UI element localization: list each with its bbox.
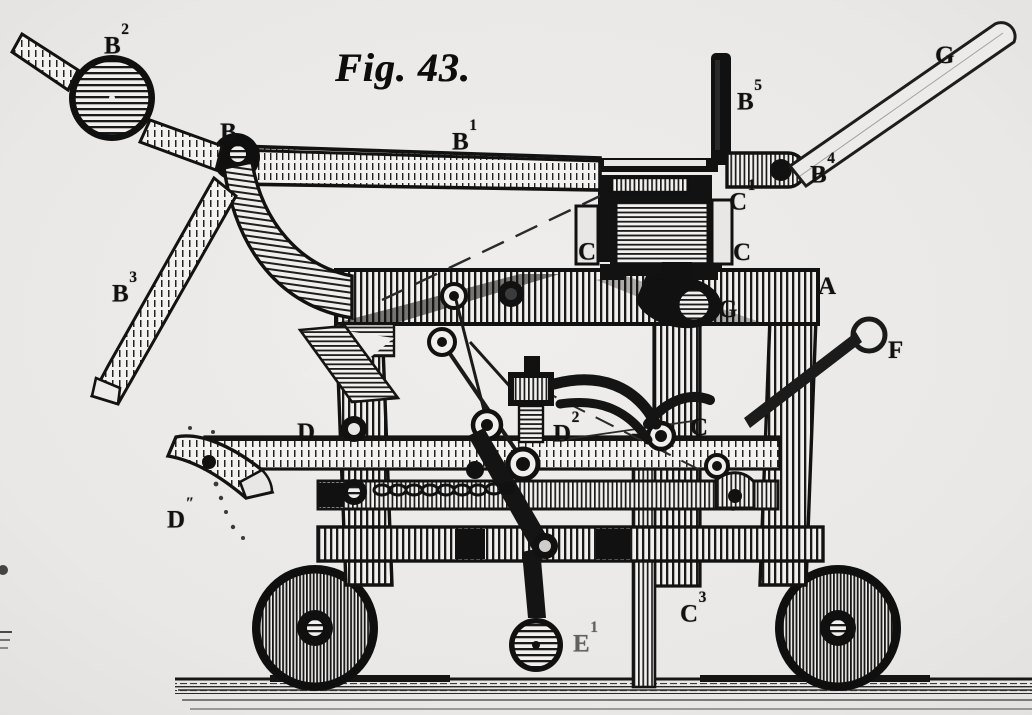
label-a: A bbox=[818, 274, 837, 299]
label-g-hub: G bbox=[718, 297, 738, 322]
label-b3: B3 bbox=[112, 270, 137, 308]
label-c2-superscript: 2 bbox=[596, 227, 605, 245]
curved-brace bbox=[222, 159, 354, 321]
label-a-text: A bbox=[818, 273, 837, 300]
label-c1: C1 bbox=[729, 178, 756, 216]
label-b2-text: B bbox=[104, 32, 122, 60]
label-b: B bbox=[220, 120, 237, 145]
label-b2-superscript: 2 bbox=[121, 21, 130, 39]
label-e1-text: E bbox=[573, 630, 591, 658]
label-d2: D2 bbox=[553, 410, 580, 448]
label-c3-superscript: 3 bbox=[698, 589, 707, 607]
pivot-circle-3 bbox=[505, 446, 541, 482]
label-b4-text: B bbox=[810, 161, 828, 189]
arm-to-ball-b2 bbox=[137, 118, 224, 172]
label-g-rod: G bbox=[935, 43, 955, 68]
label-d2-superscript: 2 bbox=[571, 409, 580, 427]
label-b1-superscript: 1 bbox=[469, 117, 478, 135]
label-c2: C2 bbox=[578, 228, 605, 266]
label-b4: B4 bbox=[810, 151, 835, 189]
pivot-circle-6 bbox=[341, 416, 367, 442]
label-d-prime: D″ bbox=[167, 496, 195, 534]
label-b5-text: B bbox=[737, 88, 755, 116]
draw-rod-g bbox=[787, 21, 1017, 189]
label-c-top-text: C bbox=[733, 239, 752, 266]
clamp-d2 bbox=[508, 356, 715, 445]
bracket-left-lower bbox=[318, 483, 344, 507]
label-b2: B2 bbox=[104, 22, 129, 60]
handle-bar-upper bbox=[10, 31, 80, 93]
label-f-text: F bbox=[888, 337, 904, 364]
label-b5: B5 bbox=[737, 78, 762, 116]
label-c1-text: C bbox=[729, 188, 748, 216]
main-frame-beam-a bbox=[334, 268, 820, 326]
eyelet-rod-f bbox=[744, 316, 888, 428]
pivot-circle-1 bbox=[427, 327, 457, 357]
label-c-top: C bbox=[733, 240, 752, 265]
beam-bolt-a1 bbox=[440, 282, 468, 310]
strut-left-diagonal bbox=[297, 324, 401, 404]
label-c-mid-text: C bbox=[690, 414, 709, 441]
page-edge-marks bbox=[0, 565, 12, 649]
wheel-left bbox=[252, 565, 378, 691]
label-e1: E1 bbox=[573, 620, 598, 658]
label-b3-superscript: 3 bbox=[129, 269, 138, 287]
label-c-mid: C bbox=[690, 415, 709, 440]
label-g-rod-text: G bbox=[935, 42, 955, 69]
label-d: D bbox=[297, 420, 316, 445]
frame-lower-sill bbox=[316, 525, 825, 563]
label-c2-text: C bbox=[578, 238, 597, 266]
label-b-text: B bbox=[220, 119, 238, 146]
label-d2-text: D bbox=[553, 420, 572, 448]
pivot-circle-8 bbox=[466, 461, 484, 479]
handle-b5 bbox=[711, 53, 731, 165]
label-d-prime-text: D bbox=[167, 506, 186, 534]
label-b5-superscript: 5 bbox=[754, 77, 763, 95]
label-g-hub-text: G bbox=[718, 296, 738, 323]
label-c1-superscript: 1 bbox=[747, 177, 756, 195]
ball-b2 bbox=[69, 55, 155, 141]
lever-shoe-d bbox=[165, 426, 275, 540]
pendant-ball-e1 bbox=[509, 618, 563, 672]
brace-arm-b3 bbox=[89, 175, 238, 406]
beam-bolt-a2 bbox=[498, 281, 524, 307]
label-b1-text: B bbox=[452, 128, 470, 156]
pivot-circle-5 bbox=[704, 453, 730, 479]
label-c3: C3 bbox=[680, 590, 707, 628]
figure-title: Fig. 43. bbox=[335, 45, 471, 90]
label-b1: B1 bbox=[452, 118, 477, 156]
label-d-prime-superscript: ″ bbox=[185, 495, 195, 513]
label-e1-superscript: 1 bbox=[590, 619, 599, 637]
label-f: F bbox=[888, 338, 904, 363]
wheel-right bbox=[775, 565, 901, 691]
cam-hub-g bbox=[636, 262, 722, 329]
label-d-text: D bbox=[297, 419, 316, 446]
bracket-right-lower bbox=[714, 471, 756, 510]
label-b3-text: B bbox=[112, 280, 130, 308]
label-c3-text: C bbox=[680, 600, 699, 628]
pivot-circle-7 bbox=[341, 479, 367, 505]
chain bbox=[372, 481, 515, 497]
label-b4-superscript: 4 bbox=[827, 150, 836, 168]
